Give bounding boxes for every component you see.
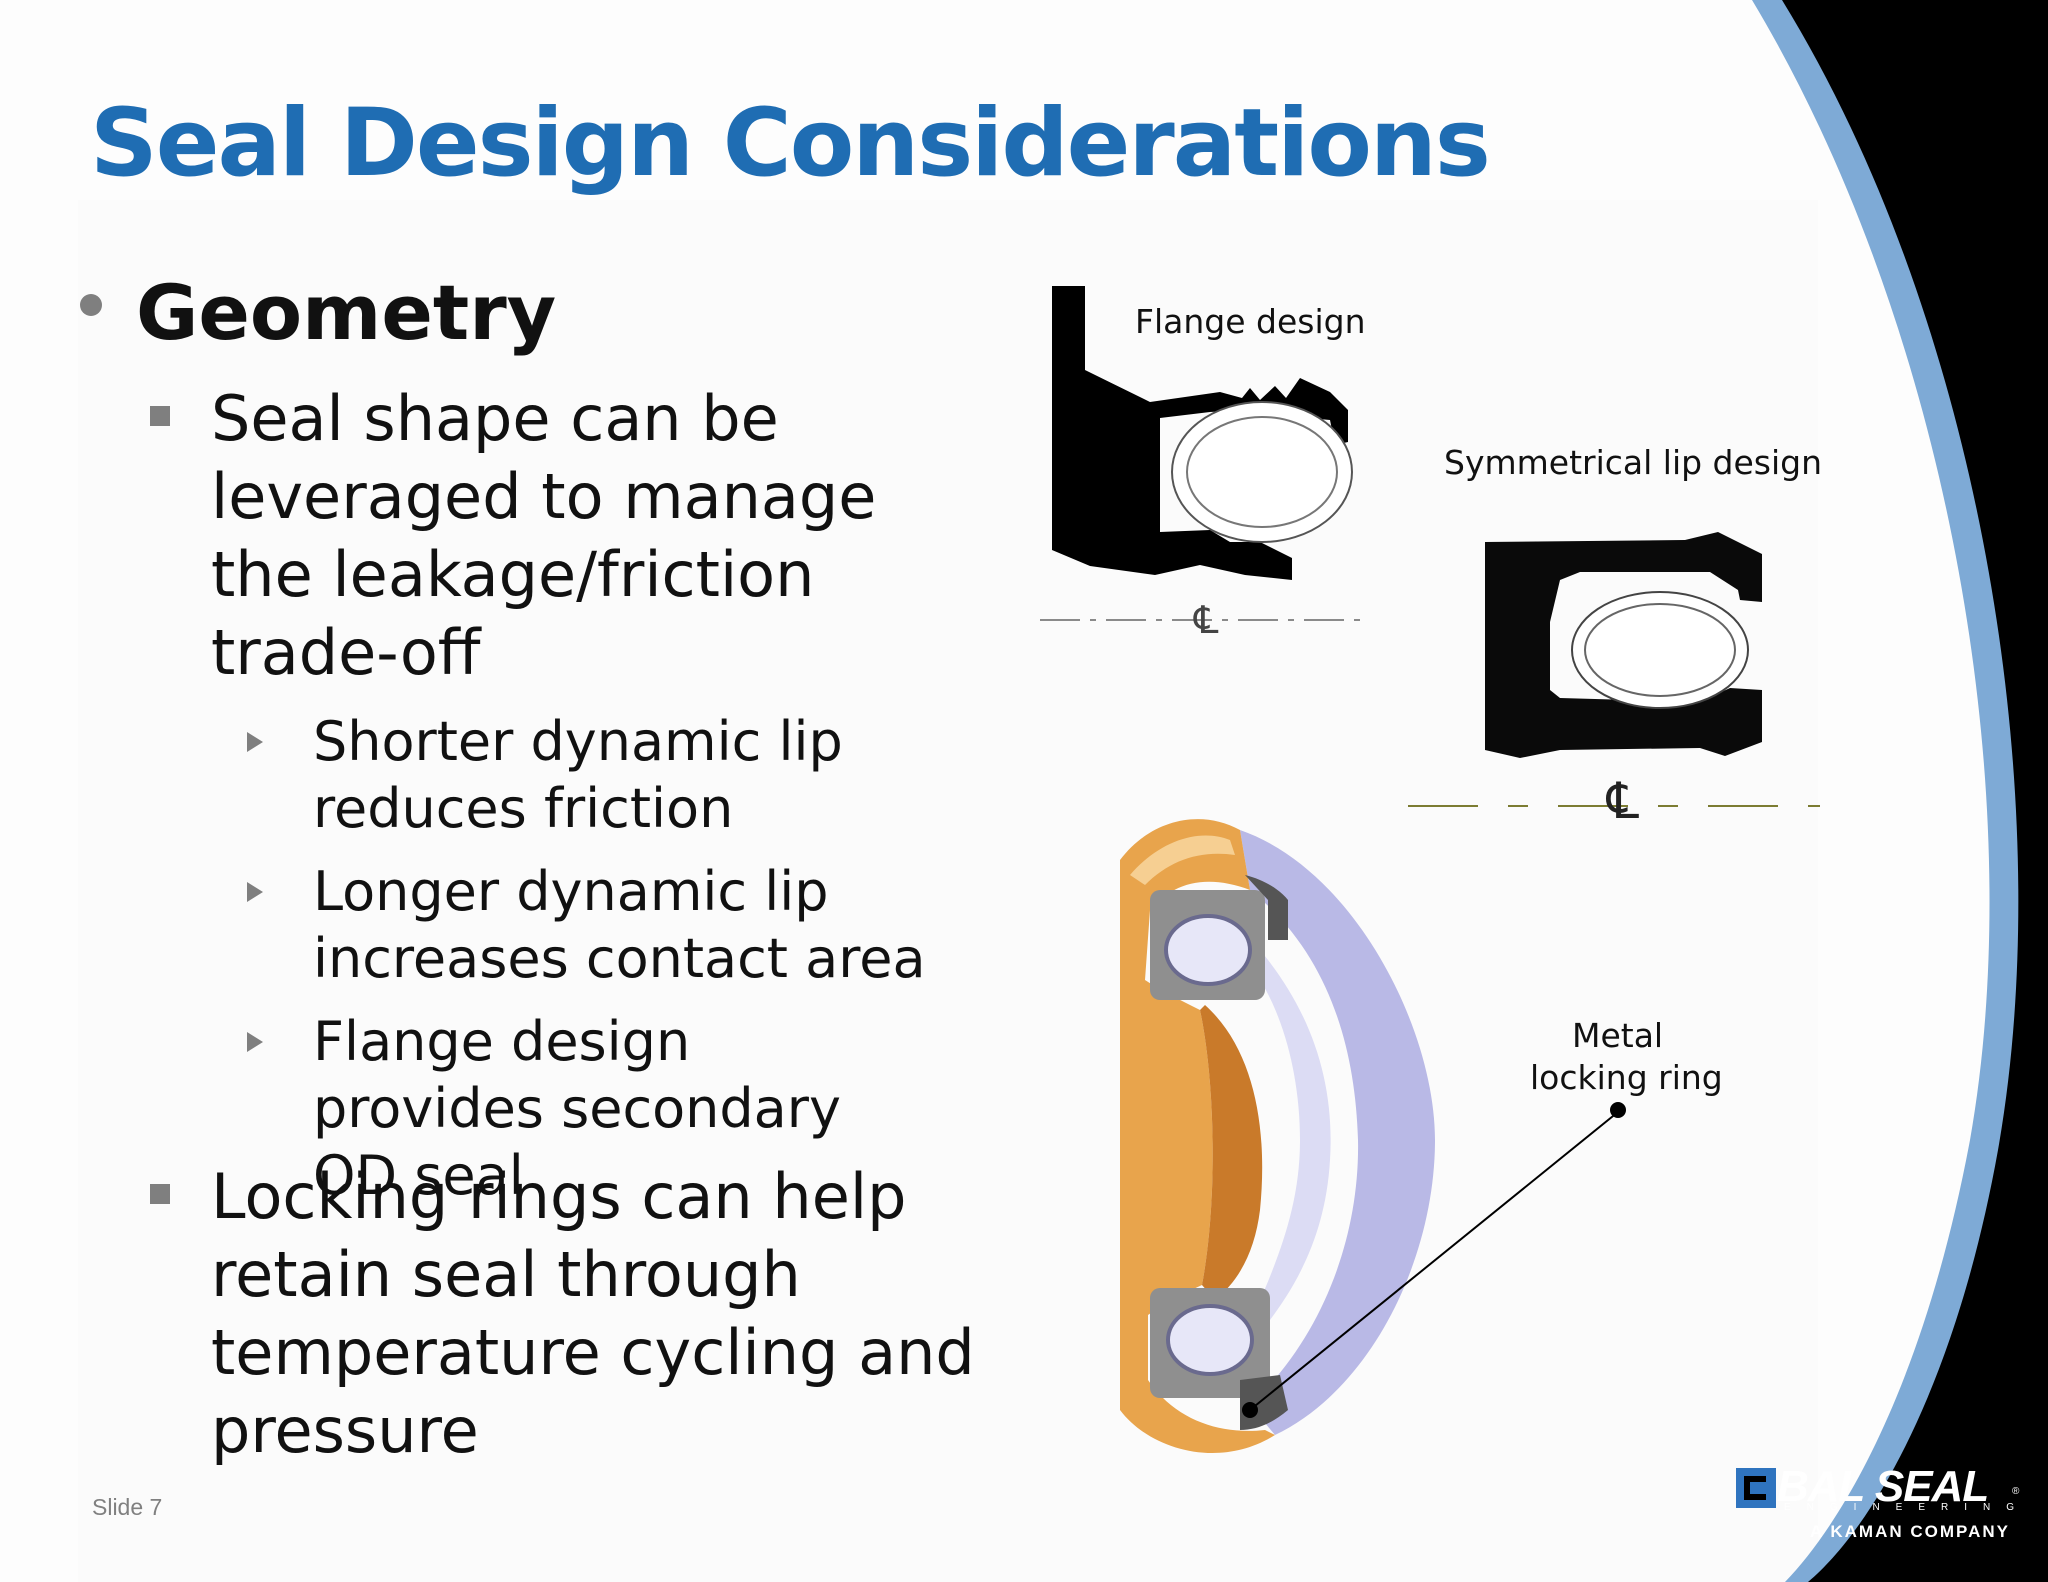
flange-spring-outline — [1171, 401, 1353, 543]
bal-seal-logo-icon — [1736, 1468, 1776, 1508]
logo-engineering-text: ENGINEERING — [1784, 1502, 2031, 1513]
sub-bullet-text: Longer dynamic lip increases contact are… — [313, 860, 926, 990]
square-bullet-icon — [150, 406, 170, 426]
locking-ring-label-line2: locking ring — [1530, 1058, 1723, 1097]
symmetrical-seal-profile — [1485, 532, 1762, 758]
flange-centerline-symbol: ℄ — [1194, 598, 1219, 642]
slide-title: Seal Design Considerations — [90, 89, 1491, 198]
flange-design-diagram — [1040, 286, 1370, 621]
round-bullet-icon — [80, 294, 102, 316]
callout-dot-bottom — [1242, 1402, 1258, 1418]
triangle-bullet-icon — [247, 882, 263, 902]
bronze-highlight — [1130, 835, 1235, 885]
seal-cutaway-illustration — [1120, 819, 1435, 1454]
bronze-inner-curve — [1200, 1005, 1263, 1300]
bullet-text: Geometry — [136, 268, 557, 357]
bullet-text: Locking rings can help retain seal throu… — [211, 1160, 975, 1467]
bottom-spring-coil — [1166, 1304, 1254, 1376]
symmetrical-spring-inner — [1584, 603, 1736, 697]
inner-lip-highlight — [1258, 950, 1331, 1320]
top-spring-coil — [1164, 914, 1252, 986]
corner-black-arc — [1782, 0, 2048, 1582]
symmetrical-lip-diagram — [1408, 532, 1820, 807]
lavender-ring-face — [1240, 830, 1435, 1435]
metal-locking-ring-band — [1245, 875, 1288, 940]
triangle-bullet-icon — [247, 732, 263, 752]
triangle-bullet-icon — [247, 1032, 263, 1052]
flange-seal-profile — [1052, 286, 1348, 580]
symmetrical-centerline-symbol: ℄ — [1607, 772, 1640, 830]
bal-seal-logo-text: BAL SEAL — [1777, 1462, 1989, 1511]
slide-number: Slide 7 — [92, 1494, 163, 1520]
content-panel — [78, 200, 1818, 1582]
registered-mark: ® — [2012, 1486, 2020, 1497]
symmetrical-lip-label: Symmetrical lip design — [1444, 443, 1823, 482]
symmetrical-spring-outline — [1571, 591, 1749, 709]
callout-leader-line — [1249, 1111, 1619, 1411]
square-bullet-icon — [150, 1184, 170, 1204]
locking-ring-callout — [1242, 1102, 1626, 1418]
flange-design-label: Flange design — [1135, 302, 1366, 341]
callout-dot-top — [1610, 1102, 1626, 1118]
bullet-text: Seal shape can be leveraged to manage th… — [211, 382, 877, 689]
flange-spring-inner — [1186, 416, 1338, 528]
sub-bullet-text: Flange design provides secondary OD seal — [313, 1010, 841, 1207]
locking-ring-label-line1: Metal — [1572, 1016, 1664, 1055]
logo-subline: A KAMAN COMPANY — [1810, 1522, 2010, 1541]
sub-bullet-text: Shorter dynamic lip reduces friction — [313, 710, 843, 840]
